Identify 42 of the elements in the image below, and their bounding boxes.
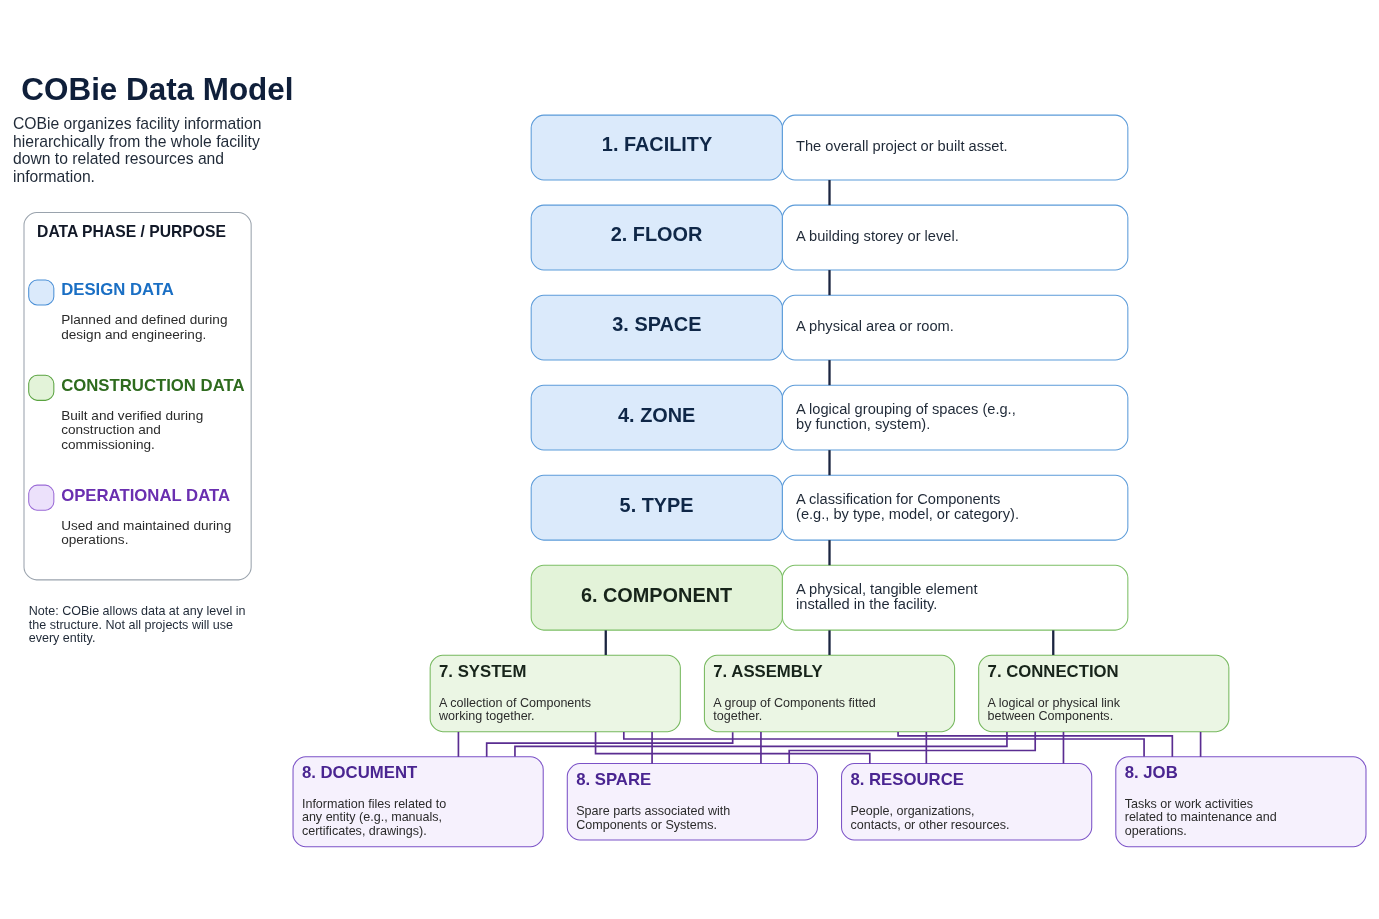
node-label: A physical area or room. [796, 318, 954, 335]
connector [828, 540, 831, 566]
node-label: A classification for Components (e.g., by type, model, or category). [796, 490, 1019, 523]
connector [651, 731, 653, 765]
node-label: A building storey or level. [796, 228, 959, 245]
node-text: 5. TYPE [619, 493, 694, 516]
connector [925, 731, 928, 765]
connector [828, 450, 831, 476]
connector [485, 731, 734, 758]
connector [1199, 731, 1202, 758]
connector [828, 360, 831, 386]
node-text: 4. ZONE [618, 403, 696, 426]
node-text: 1. FACILITY [601, 133, 713, 156]
connector [1062, 731, 1065, 765]
connector [897, 731, 1174, 758]
legend-label: OPERATIONAL DATA [61, 485, 231, 505]
connector [788, 731, 1037, 765]
connector [828, 630, 831, 655]
connector [828, 270, 831, 296]
legend-label: CONSTRUCTION DATA [61, 375, 245, 395]
connector [514, 731, 1008, 758]
node-label: A physical, tangible element installed in the facility. [796, 580, 978, 613]
node-label: The overall project or built asset. [796, 138, 1008, 155]
connector [828, 180, 831, 206]
legend-label: DESIGN DATA [61, 280, 174, 300]
connector [622, 731, 1145, 758]
label: Built and verified during construction and commissioning. [61, 407, 204, 452]
label: DATA PHASE / PURPOSE [37, 223, 226, 241]
connector [1052, 630, 1055, 655]
connector [594, 731, 871, 765]
node-text: 6. COMPONENT [580, 583, 733, 606]
connector [457, 731, 460, 758]
label: Used and maintained during operations. [61, 517, 232, 548]
connector [760, 731, 762, 765]
label: Note: COBie allows data at any level in the structure. Not all projects will use every entity. [28, 604, 246, 646]
label: COBie organizes facility information hierarchically from the whole facility down to related resources and information. [13, 114, 262, 186]
node-text: 2. FLOOR [610, 223, 703, 246]
node-label: A logical grouping of spaces (e.g., by function, system). [796, 400, 1016, 433]
diagram-title: COBie Data Model [21, 72, 294, 108]
connector [604, 630, 607, 655]
label: Planned and defined during design and engineering. [61, 312, 228, 343]
node-text: 3. SPACE [612, 313, 702, 336]
